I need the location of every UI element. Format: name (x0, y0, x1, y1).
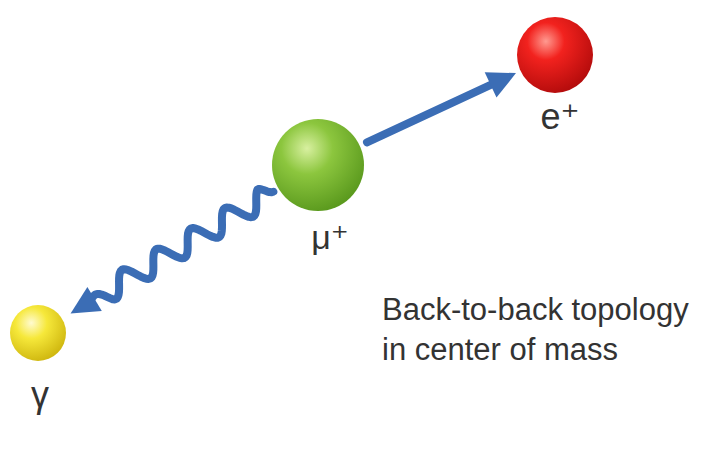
sphere (272, 119, 364, 211)
photon-arrow (71, 189, 274, 314)
arrow-shaft (367, 82, 496, 142)
sphere (10, 305, 66, 361)
particle-label: e⁺ (522, 97, 598, 137)
muon-particle: μ⁺ (272, 119, 364, 256)
particle-arrow (367, 72, 516, 142)
sphere-shape (517, 17, 593, 93)
particle-label: μ⁺ (284, 219, 376, 256)
photon-particle: γ (10, 305, 66, 415)
sphere (517, 17, 593, 93)
arrow-head (485, 72, 516, 97)
positron-particle: e⁺ (517, 17, 593, 137)
particle-label: γ (12, 375, 68, 415)
arrow-shaft (89, 189, 273, 302)
sphere-shape (272, 119, 364, 211)
sphere-shape (10, 305, 66, 361)
arrow-head (71, 287, 102, 313)
note-text: Back-to-back topology in center of mass (382, 290, 702, 371)
